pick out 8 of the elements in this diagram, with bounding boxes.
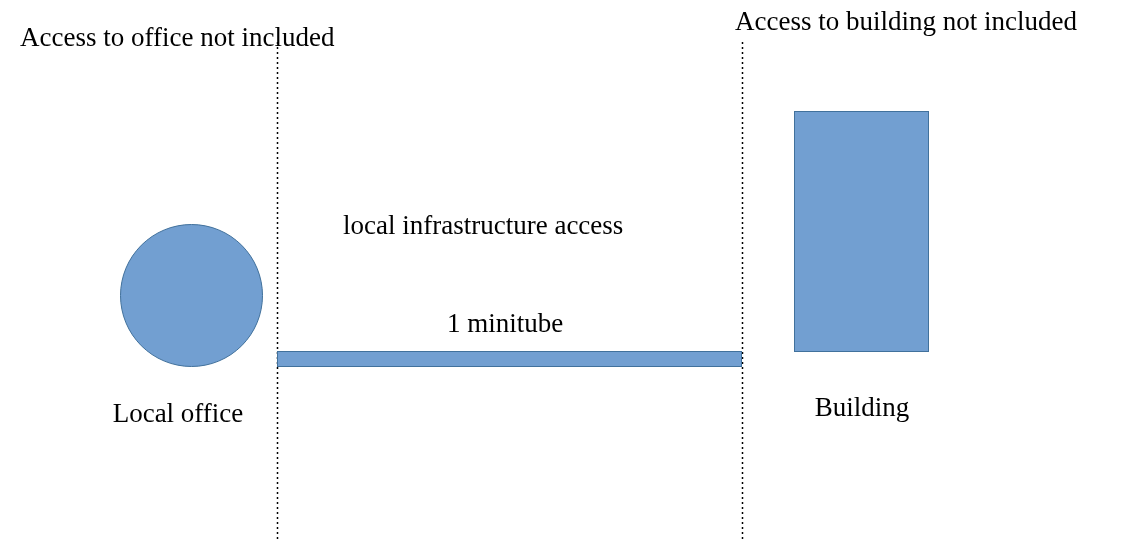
boundary-note: Access to office not included <box>20 22 335 54</box>
caption-text: 1 minitube <box>446 308 564 340</box>
boundary-note: Access to building not included <box>735 6 1077 38</box>
building-rectangle <box>794 111 929 352</box>
tube-bar <box>277 351 742 367</box>
caption-text: Building <box>814 392 910 424</box>
caption-text: Local office <box>112 398 244 430</box>
section-label: local infrastructure access <box>343 210 624 242</box>
